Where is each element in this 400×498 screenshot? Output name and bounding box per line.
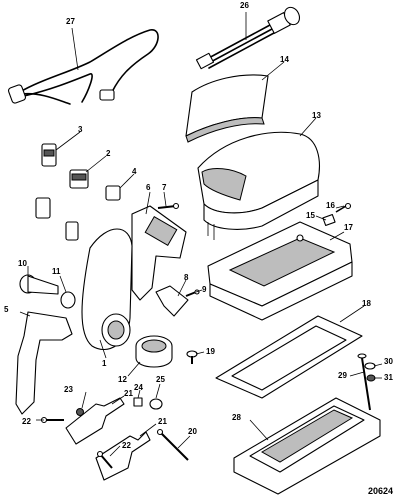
part-28-base-block: [233, 397, 381, 495]
callout-24: 24: [134, 383, 143, 392]
part-21-bracket-upper: [65, 397, 125, 445]
part-18-gasket: [215, 315, 363, 399]
part-19-screw: [186, 350, 198, 364]
part-21-bracket-lower: [95, 431, 151, 481]
callout-21-upper: 21: [124, 389, 133, 398]
part-4-clip: [105, 185, 121, 201]
part-3-connector: [35, 143, 57, 219]
callout-31: 31: [384, 373, 393, 382]
part-23-nut: [76, 408, 84, 416]
part-17-base-tray: [207, 221, 353, 321]
callout-25: 25: [156, 375, 165, 384]
callout-15: 15: [306, 211, 315, 220]
part-14-cover-panel: [185, 74, 269, 143]
callout-8: 8: [184, 273, 189, 282]
part-15-plate: [322, 213, 336, 227]
callout-16: 16: [326, 201, 335, 210]
leader-lines: [19, 12, 383, 457]
callout-21-lower: 21: [158, 417, 167, 426]
part-29-bolt: [357, 353, 371, 411]
part-5-handle: [15, 311, 73, 415]
callout-7: 7: [162, 183, 167, 192]
part-8-lever: [155, 285, 189, 317]
callout-13: 13: [312, 111, 321, 120]
part-16-screw: [335, 202, 352, 213]
callout-19: 19: [206, 347, 215, 356]
callout-27: 27: [66, 17, 75, 26]
part-1-lever-housing: [81, 228, 133, 351]
part-26-harness: [195, 6, 301, 70]
callout-30: 30: [384, 357, 393, 366]
callout-20: 20: [188, 427, 197, 436]
part-20-pin: [156, 428, 189, 461]
part-30-washer: [364, 362, 376, 370]
drawing-number: 20624: [368, 486, 393, 496]
part-31-nut: [366, 374, 376, 382]
callout-labels: 26 27 14 13 3 2 4 6 7 16 15 17 10 11 8 9…: [4, 1, 393, 450]
part-6-bracket: [131, 205, 187, 301]
part-2-connector: [65, 169, 89, 241]
part-7-pin: [157, 202, 180, 210]
part-9-screw: [185, 289, 200, 297]
part-22-screw-b: [96, 450, 113, 469]
callout-6: 6: [146, 183, 151, 192]
part-27-cable: [7, 29, 159, 105]
callout-18: 18: [362, 299, 371, 308]
part-10-shaft: [19, 274, 59, 295]
callout-22-lower: 22: [122, 441, 131, 450]
part-25-clamp: [149, 398, 163, 410]
callout-10: 10: [18, 259, 27, 268]
callout-2: 2: [106, 149, 111, 158]
callout-28: 28: [232, 413, 241, 422]
callout-26: 26: [240, 1, 249, 10]
callout-5: 5: [4, 305, 9, 314]
callout-9: 9: [202, 285, 207, 294]
part-24-clip: [133, 397, 143, 407]
part-22-screw-a: [40, 416, 64, 424]
callout-3: 3: [78, 125, 83, 134]
part-12-ring: [135, 335, 173, 368]
callout-11: 11: [52, 267, 61, 276]
callout-1: 1: [102, 359, 107, 368]
callout-14: 14: [280, 55, 289, 64]
part-11-bushing: [60, 291, 76, 309]
part-13-housing: [197, 131, 320, 240]
callout-23: 23: [64, 385, 73, 394]
callout-29: 29: [338, 371, 347, 380]
callout-22-upper: 22: [22, 417, 31, 426]
callout-17: 17: [344, 223, 353, 232]
callout-12: 12: [118, 375, 127, 384]
callout-4: 4: [132, 167, 137, 176]
